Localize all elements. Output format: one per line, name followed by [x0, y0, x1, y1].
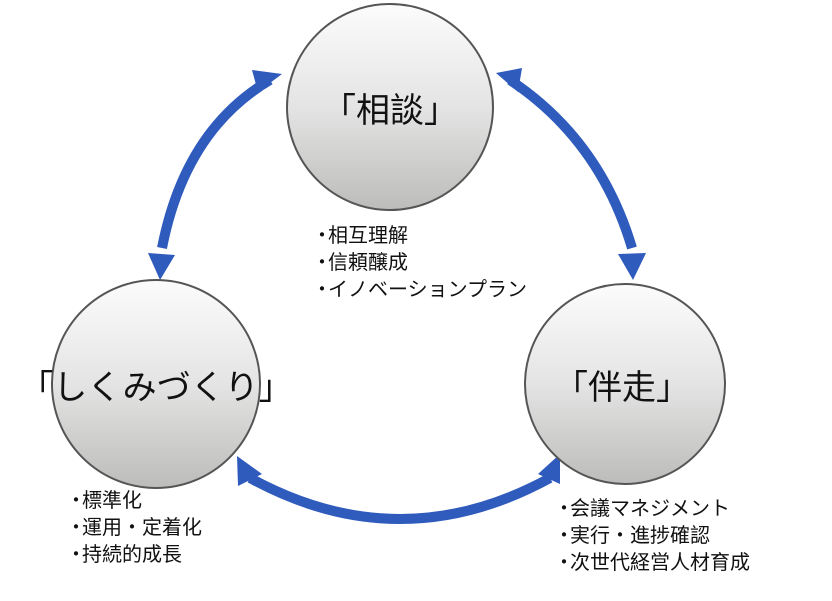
list-item: 実行・進捗確認: [554, 522, 750, 549]
node-circle: [286, 3, 494, 211]
list-item: 会議マネジメント: [554, 495, 750, 522]
node-system: 「しくみづくり」: [19, 279, 293, 489]
node-circle: [524, 283, 726, 485]
arrow-shaft: [247, 473, 553, 524]
arrowhead-left: [237, 456, 262, 486]
arrow-shaft: [157, 75, 273, 249]
arrow-consult-support: [496, 68, 646, 280]
node-label: 「しくみづくり」: [19, 368, 292, 408]
list-item: 相互理解: [312, 222, 527, 249]
arrowhead-right: [538, 454, 560, 484]
arrowhead-up: [496, 68, 522, 92]
node-support: 「伴走」: [524, 283, 726, 485]
arrow-shaft: [507, 75, 637, 250]
node-consult: 「相談」: [286, 3, 494, 211]
arrowhead-down: [618, 253, 646, 280]
list-item: 運用・定着化: [66, 514, 202, 541]
list-item: 信頼醸成: [312, 249, 527, 276]
list-item: イノベーションプラン: [312, 276, 527, 303]
list-item: 標準化: [66, 487, 202, 514]
node-label: 「伴走」: [554, 368, 690, 408]
list-item: 持続的成長: [66, 541, 202, 568]
arrow-consult-system: [148, 70, 282, 280]
node-label: 「相談」: [322, 91, 458, 131]
arrow-system-support: [237, 454, 560, 524]
consult-items: 相互理解 信頼醸成 イノベーションプラン: [312, 222, 527, 303]
system-items: 標準化 運用・定着化 持続的成長: [66, 487, 202, 568]
arrowhead-down: [148, 253, 175, 280]
support-items: 会議マネジメント 実行・進捗確認 次世代経営人材育成: [554, 495, 750, 576]
list-item: 次世代経営人材育成: [554, 549, 750, 576]
arrowhead-up: [252, 70, 282, 92]
